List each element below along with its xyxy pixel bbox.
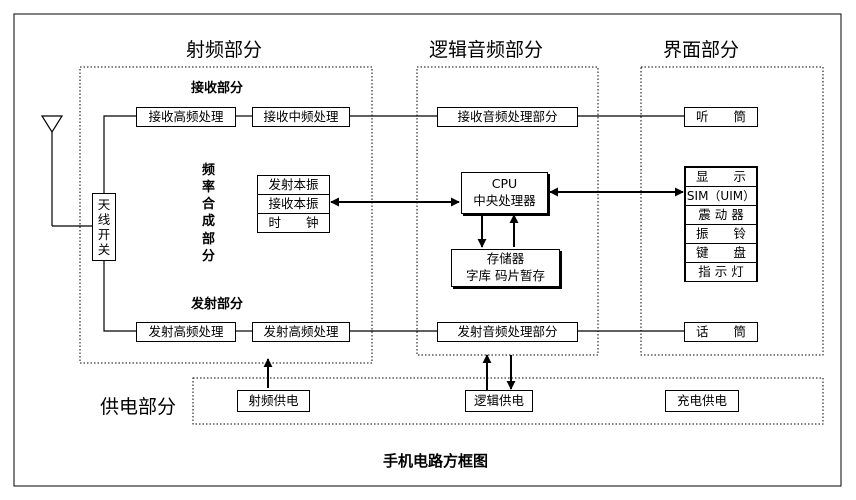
memory-label: 存储器	[486, 251, 525, 267]
signal-arrows	[263, 187, 684, 390]
ui-section-title: 界面部分	[663, 39, 740, 61]
cpu-sublabel: 中央处理器	[473, 193, 536, 208]
transmit-subtitle: 发射部分	[191, 297, 244, 312]
logic-power-box: 逻辑供电	[465, 390, 533, 412]
ui-item-sim: SIM（UIM）	[686, 187, 756, 206]
ui-item-indicator: 指 示 灯	[686, 263, 756, 282]
charge-power-box: 充电供电	[665, 390, 739, 412]
synth-label-char: 成	[202, 214, 216, 230]
ui-item-display: 显 示	[686, 168, 756, 187]
synth-box: 发射本振 接收本振 时 钟	[257, 175, 330, 233]
rx-hf-box: 接收高频处理	[136, 107, 236, 127]
tx-hf-box: 发射高频处理	[136, 322, 236, 342]
ui-item-vibrator: 震 动 器	[686, 206, 756, 225]
ui-components-box: 显 示 SIM（UIM） 震 动 器 振 铃 键 盘 指 示 灯	[684, 166, 758, 282]
antenna-icon	[40, 115, 92, 227]
logic-section-title: 逻辑音频部分	[429, 39, 544, 61]
outer-frame	[13, 13, 842, 487]
diagram-caption: 手机电路方框图	[383, 452, 489, 470]
memory-sublabel: 字库 码片暂存	[466, 268, 545, 283]
synth-label-char: 分	[202, 248, 216, 264]
synth-label-char: 频	[202, 163, 216, 178]
tx-audio-box: 发射音频处理部分	[437, 322, 578, 342]
receive-subtitle: 接收部分	[191, 81, 244, 96]
antenna-switch-char: 开	[97, 227, 111, 242]
synth-item: 发射本振	[258, 176, 329, 195]
connection-lines	[103, 115, 684, 332]
antenna-switch-char: 关	[97, 242, 111, 257]
ui-section-frame	[640, 66, 824, 356]
cpu-label: CPU	[491, 176, 518, 192]
antenna-switch-char: 天	[97, 197, 111, 212]
memory-box: 存储器 字库 码片暂存	[451, 249, 560, 287]
rx-if-box: 接收中频处理	[252, 107, 350, 127]
synth-label-char: 率	[202, 180, 216, 196]
antenna-switch-char: 线	[97, 212, 111, 227]
synth-label-char: 合	[202, 197, 216, 213]
rf-power-box: 射频供电	[237, 390, 310, 412]
cpu-box: CPU 中央处理器	[461, 172, 548, 214]
synth-item: 接收本振	[258, 195, 329, 214]
rf-section-title: 射频部分	[186, 39, 263, 61]
synth-label-char: 部	[202, 231, 216, 247]
earpiece-label: 听 筒	[695, 108, 746, 124]
synth-item: 时 钟	[258, 214, 329, 233]
earpiece-box: 听 筒	[684, 107, 758, 127]
mic-label: 话 筒	[695, 323, 746, 339]
mic-box: 话 筒	[684, 322, 758, 342]
synth-label: 频 率 合 成 部 分	[202, 162, 215, 265]
ui-item-keypad: 键 盘	[686, 244, 756, 263]
power-section-frame	[192, 377, 824, 425]
power-section-title: 供电部分	[100, 396, 177, 418]
antenna-switch-box: 天 线 开 关	[92, 193, 116, 261]
rx-audio-box: 接收音频处理部分	[437, 107, 578, 127]
tx-hf2-box: 发射高频处理	[252, 322, 350, 342]
ui-item-ringer: 振 铃	[686, 225, 756, 244]
